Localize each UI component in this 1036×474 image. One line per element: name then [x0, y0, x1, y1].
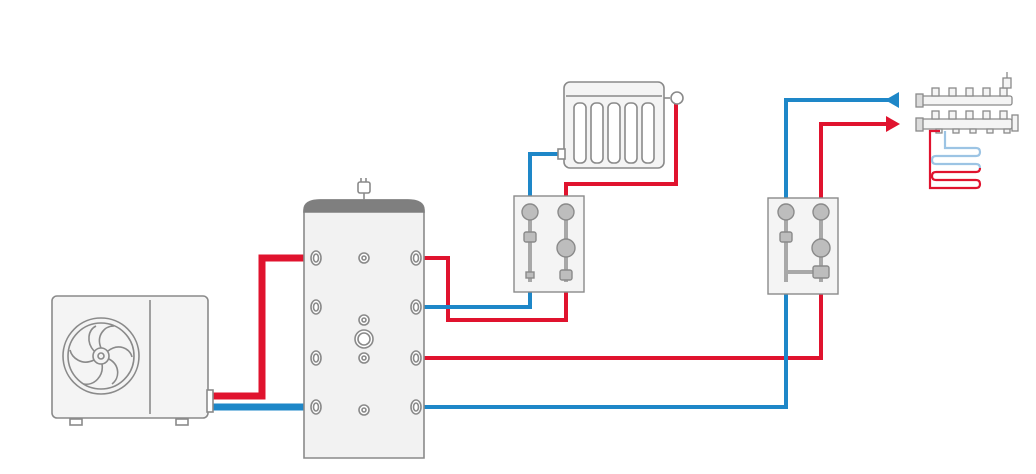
tank-port-hp-return [310, 399, 322, 415]
fan-icon [62, 317, 140, 395]
mixing-valve-icon [812, 265, 830, 279]
tank-port-floor-return [410, 399, 422, 415]
tank-port-left-2 [310, 299, 322, 315]
air-vent-icon [357, 178, 371, 200]
floor-heating-loop-icon [928, 129, 982, 190]
radiator-return-pipe-tank [416, 282, 532, 309]
radiator-supply-pipe-tank [416, 256, 568, 322]
tank-port-radiator-supply [410, 250, 422, 266]
pump-station-direct-icon [513, 195, 585, 293]
thermometer-gauge-icon [521, 203, 539, 221]
tank-sensor-port-2 [358, 314, 370, 326]
floor-supply-pipe-tank [416, 282, 823, 360]
floor-supply-pipe [819, 122, 890, 204]
tank-sensor-port-3 [358, 352, 370, 364]
thermometer-gauge-icon [557, 203, 575, 221]
thermometer-gauge-icon [812, 203, 830, 221]
underfloor-heating-manifold-icon [915, 72, 1019, 134]
tank-sensor-port-1 [358, 252, 370, 264]
buffer-tank-icon [303, 178, 425, 459]
tank-sensor-port-4 [358, 404, 370, 416]
tank-port-floor-supply [410, 350, 422, 366]
floor-return-pipe-tank [416, 282, 788, 409]
pipework [208, 92, 900, 411]
thermometer-gauge-icon [777, 203, 795, 221]
radiator-icon [557, 81, 684, 169]
circulation-pump-icon [811, 238, 831, 258]
floor-return-pipe [784, 98, 893, 204]
tank-port-left-3 [310, 350, 322, 366]
pump-station-mixing-icon [767, 197, 839, 295]
tank-port-hp-supply [310, 250, 322, 266]
thermostatic-valve-icon [670, 91, 684, 105]
tank-port-radiator-return [410, 299, 422, 315]
heat-pump-supply-pipe [208, 254, 316, 400]
floor-return-arrow-icon [885, 92, 899, 108]
floor-supply-arrow-icon [886, 116, 900, 132]
circulation-pump-icon [556, 238, 576, 258]
radiator-return-pipe [528, 152, 560, 204]
heat-pump-outdoor-unit-icon [51, 295, 214, 426]
radiator-supply-pipe [564, 100, 678, 204]
